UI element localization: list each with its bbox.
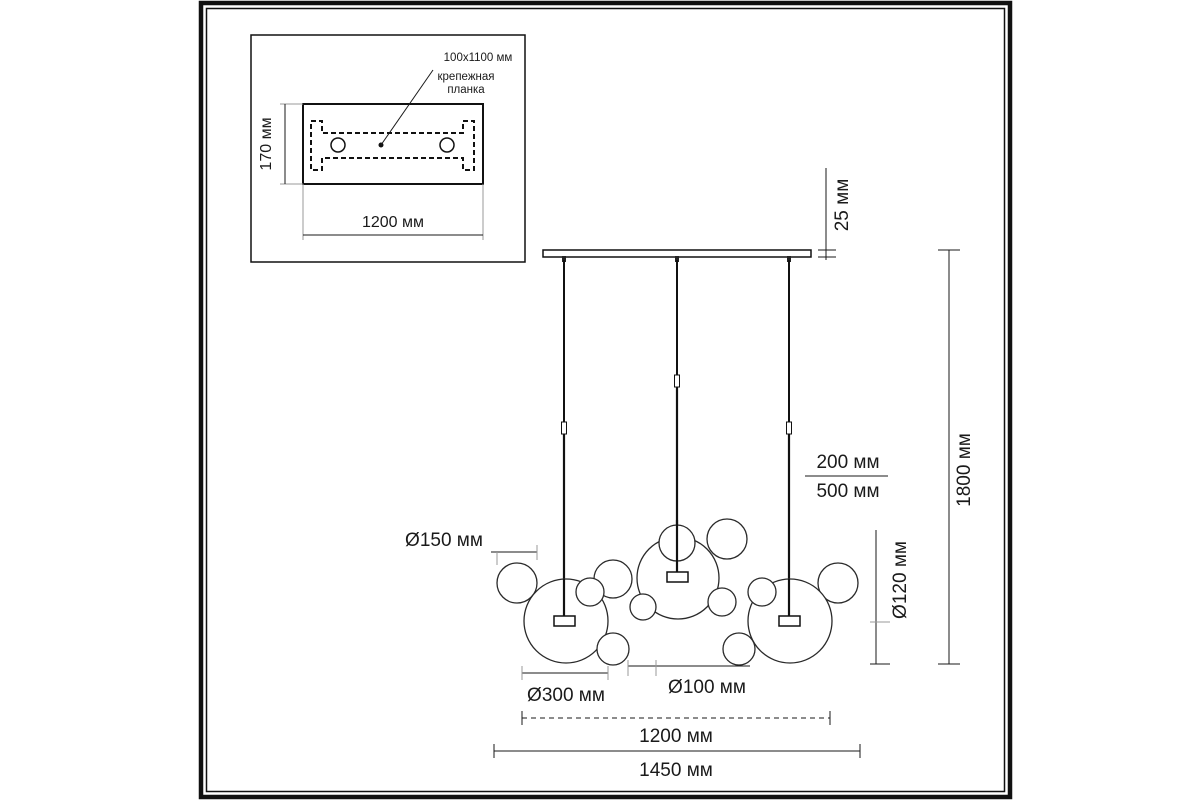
bubble <box>817 562 859 604</box>
bubble <box>706 518 748 560</box>
canopy-thickness-label: 25 мм <box>832 179 853 232</box>
glass-cluster-center <box>629 518 748 621</box>
bubble <box>575 577 605 607</box>
inset-height-label: 170 мм <box>258 117 275 170</box>
ceiling-canopy <box>542 249 812 258</box>
diameter-small-dim: Ø150 мм <box>405 530 538 565</box>
canopy-thickness-dim: 25 мм <box>818 168 853 260</box>
bubble <box>722 632 756 666</box>
inset-width-label: 1200 мм <box>362 214 424 231</box>
glass-cluster-left <box>496 559 633 666</box>
mount-hole-left <box>330 137 346 153</box>
total-height-label: 1800 мм <box>954 433 975 507</box>
plank-label-line1: крепежная <box>438 71 495 83</box>
canopy-length-label: 1200 мм <box>639 726 713 747</box>
bubble <box>629 593 657 621</box>
bubble <box>747 577 777 607</box>
mount-hole-right <box>439 137 455 153</box>
plank-label-line2: планка <box>447 84 485 96</box>
rod-max-label: 500 мм <box>816 481 879 502</box>
overall-width-dim: 1450 мм <box>493 744 861 781</box>
canopy-length-dim: 1200 мм <box>521 711 831 747</box>
total-height-dim: 1800 мм <box>938 249 975 665</box>
bubble <box>707 587 737 617</box>
lamp-holder-right <box>778 615 801 627</box>
overall-width-label: 1450 мм <box>639 760 713 781</box>
suspension-left <box>561 256 567 615</box>
diameter-mid-dim: Ø120 мм <box>870 530 911 665</box>
diameter-large-dim: Ø300 мм <box>521 666 609 706</box>
diameter-tiny-dim: Ø100 мм <box>627 660 750 698</box>
glass-cluster-right <box>722 562 859 666</box>
bubble <box>496 562 538 604</box>
lamp-holder-left <box>553 615 576 627</box>
rod-min-label: 200 мм <box>816 452 879 473</box>
bubble <box>596 632 630 666</box>
lamp-holder-center <box>666 571 689 583</box>
suspension-right <box>786 256 792 615</box>
diameter-large-label: Ø300 мм <box>527 685 605 706</box>
diameter-tiny-label: Ø100 мм <box>668 677 746 698</box>
rod-length-dim: 200 мм 500 мм <box>805 452 888 502</box>
plank-leader-line <box>380 69 434 146</box>
mount-inset: 100x1100 мм крепежная планка 170 мм 1200… <box>250 34 526 263</box>
diameter-mid-label: Ø120 мм <box>890 541 911 619</box>
diameter-small-label: Ø150 мм <box>405 530 483 551</box>
outer-frame <box>198 0 1013 800</box>
plank-size-label: 100x1100 мм <box>444 52 513 64</box>
